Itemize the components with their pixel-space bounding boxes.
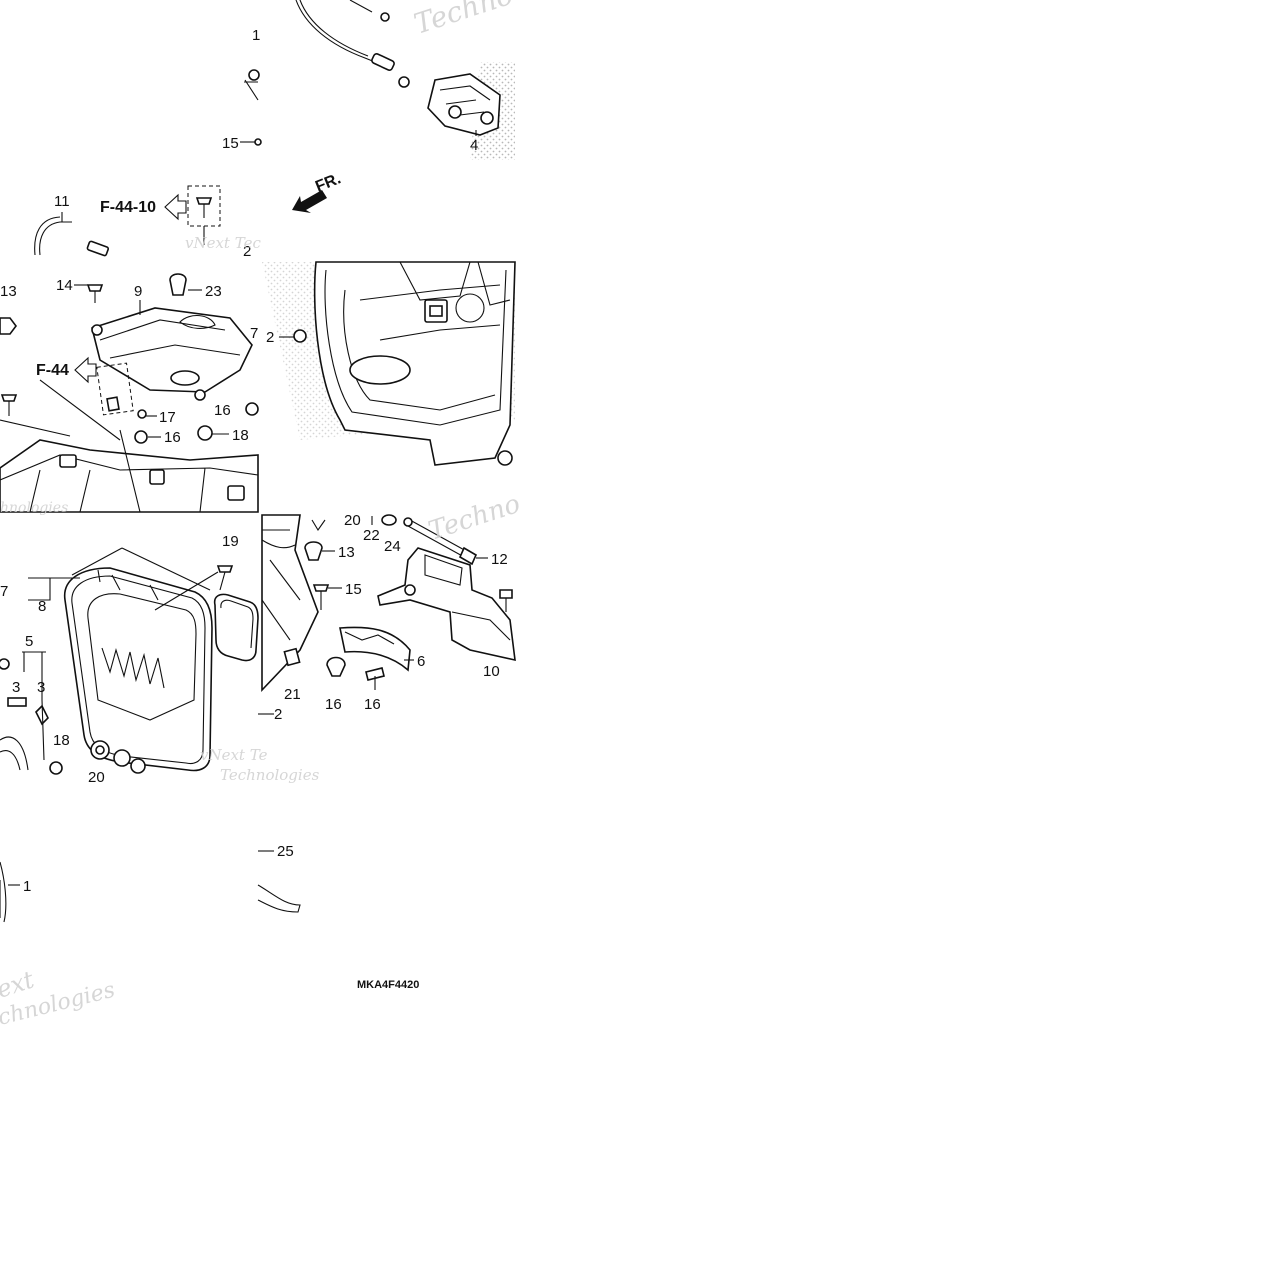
brackets-assembly bbox=[257, 514, 516, 913]
callout-12: 12 bbox=[491, 551, 508, 568]
callout-15-top: 15 bbox=[222, 135, 239, 152]
callout-16-d: 16 bbox=[364, 696, 381, 713]
cable-and-latch bbox=[295, 0, 501, 136]
callout-16-c: 16 bbox=[325, 696, 342, 713]
callout-24: 24 bbox=[384, 538, 401, 555]
callout-19: 19 bbox=[222, 533, 239, 550]
callout-23: 23 bbox=[205, 283, 222, 300]
callout-18-b: 18 bbox=[53, 732, 70, 749]
callout-16-a: 16 bbox=[214, 402, 231, 419]
watermark-6: Techno bbox=[425, 489, 524, 547]
lid-assembly bbox=[0, 547, 259, 923]
callout-22: 22 bbox=[363, 527, 380, 544]
watermark-3: Technologies bbox=[220, 766, 320, 784]
callout-8: 8 bbox=[38, 598, 46, 615]
callout-20-a: 20 bbox=[88, 769, 105, 786]
direction-label: FR. bbox=[313, 170, 343, 195]
callout-2-c: 2 bbox=[274, 706, 282, 723]
callout-10: 10 bbox=[483, 663, 500, 680]
watermark-7: vNext Te bbox=[200, 746, 268, 764]
watermark-2: vNext Tec bbox=[185, 234, 261, 252]
diagram-code: MKA4F4420 bbox=[357, 979, 419, 991]
front-direction-arrow: FR. bbox=[292, 170, 343, 213]
callout-20-b: 20 bbox=[344, 512, 361, 529]
callout-11: 11 bbox=[54, 193, 70, 210]
callout-2-a: 2 bbox=[243, 243, 251, 260]
callout-4: 4 bbox=[470, 137, 478, 154]
callout-3-b: 3 bbox=[37, 679, 45, 696]
callout-18-a: 18 bbox=[232, 427, 249, 444]
callout-7-a: 7 bbox=[250, 325, 258, 342]
ref-label-f-44-10: F-44-10 bbox=[100, 199, 156, 216]
watermark-8: hnologies bbox=[0, 500, 68, 516]
callout-13-b: 13 bbox=[338, 544, 355, 561]
callout-6: 6 bbox=[417, 653, 425, 670]
callout-1-top: 1 bbox=[252, 27, 260, 44]
callout-15-b: 15 bbox=[345, 581, 362, 598]
callout-13-a: 13 bbox=[0, 283, 17, 300]
callout-7-b: 7 bbox=[0, 583, 8, 600]
cover-9-assembly bbox=[0, 273, 259, 513]
callout-3-a: 3 bbox=[12, 679, 20, 696]
callout-25: 25 bbox=[277, 843, 294, 860]
callout-14: 14 bbox=[56, 277, 73, 294]
callout-9: 9 bbox=[134, 283, 142, 300]
callout-1-bottom: 1 bbox=[23, 878, 31, 895]
watermark-1: Techno bbox=[410, 0, 517, 41]
callout-5: 5 bbox=[25, 633, 33, 650]
callout-2-b: 2 bbox=[266, 329, 274, 346]
ref-label-f-44: F-44 bbox=[36, 362, 69, 379]
callout-numbers: 1 15 4 11 2 13 14 9 23 F-44 17 16 16 18 … bbox=[0, 27, 508, 895]
callout-17: 17 bbox=[159, 409, 176, 426]
storage-box bbox=[293, 261, 516, 466]
callout-16-b: 16 bbox=[164, 429, 181, 446]
reference-f-44-10: F-44-10 bbox=[100, 185, 221, 245]
cable-11 bbox=[34, 69, 262, 257]
callout-21: 21 bbox=[284, 686, 301, 703]
